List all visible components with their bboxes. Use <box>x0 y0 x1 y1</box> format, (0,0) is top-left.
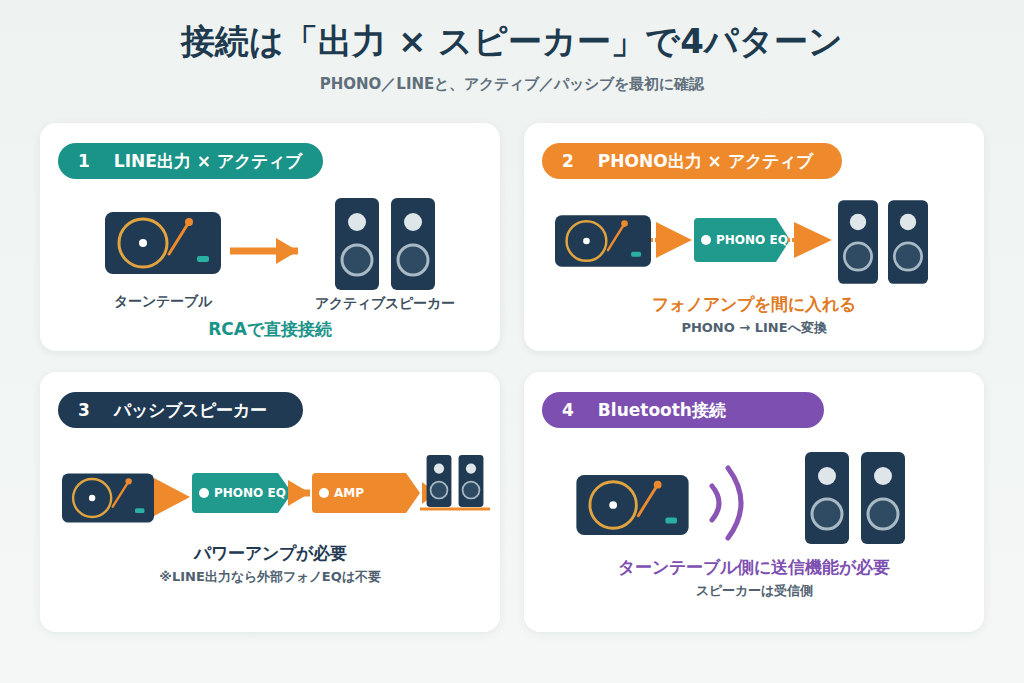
pattern-number: 2 <box>562 151 574 171</box>
pattern-number: 3 <box>78 400 90 420</box>
heading-pill: 2 PHONO出力 × アクティブ <box>542 143 842 179</box>
device-dot <box>701 235 711 245</box>
card-note: ※LINE出力なら外部フォノEQは不要 <box>40 566 500 588</box>
signal-dots <box>788 238 794 242</box>
device-label: PHONO EQ <box>716 233 788 247</box>
pattern-card: 4 Bluetooth接続ターンテーブル側に送信機能が必要スピーカーは受信側 <box>524 372 984 632</box>
illustration-space <box>300 198 470 293</box>
device-outline <box>312 473 420 513</box>
card-text-group: フォノアンプを間に入れるPHONO → LINEへ変換 <box>524 291 984 339</box>
heading-pill: 3 パッシブスピーカー <box>58 392 303 428</box>
signal-connector <box>230 248 298 255</box>
signal-dots <box>651 238 656 242</box>
speaker-base <box>420 508 490 511</box>
card-caption: パワーアンプが必要 <box>40 540 500 566</box>
device-shape <box>312 473 420 513</box>
pattern-heading: PHONO出力 × アクティブ <box>598 150 813 173</box>
device-node: アクティブスピーカー <box>300 198 470 313</box>
device-node: ターンテーブル <box>98 211 228 311</box>
signal-arrow <box>422 482 436 504</box>
pattern-number: 1 <box>78 151 90 171</box>
speaker-icon <box>805 452 849 544</box>
speaker-icon <box>427 455 452 507</box>
speaker-icon <box>888 200 928 284</box>
card-caption: フォノアンプを間に入れる <box>524 291 984 317</box>
illustration-space <box>98 211 228 291</box>
device-box: PHONO EQ <box>192 473 292 513</box>
device-caption: アクティブスピーカー <box>300 293 470 313</box>
pattern-heading: パッシブスピーカー <box>114 399 267 422</box>
device-caption: ターンテーブル <box>98 291 228 311</box>
device-label: PHONO EQ <box>214 486 286 500</box>
device-dot <box>199 488 209 498</box>
turntable-icon <box>576 475 688 535</box>
pattern-heading: Bluetooth接続 <box>598 399 726 422</box>
pattern-heading: LINE出力 × アクティブ <box>114 150 302 173</box>
heading-pill: 4 Bluetooth接続 <box>542 392 824 428</box>
card-text-group: RCAで直接接続 <box>40 316 500 342</box>
device-label: AMP <box>334 486 364 500</box>
speaker-icon <box>838 200 878 284</box>
wireless-wave <box>712 486 719 520</box>
device-text-group: AMP <box>312 473 420 513</box>
card-text-group: パワーアンプが必要※LINE出力なら外部フォノEQは不要 <box>40 540 500 588</box>
device-outline <box>192 473 292 513</box>
turntable-icon <box>62 473 154 522</box>
pattern-card: 2 PHONO出力 × アクティブ PHONO EQ フォノアンプを間に入れるPHON… <box>524 123 984 351</box>
signal-arrow <box>794 222 832 258</box>
card-note: PHONO → LINEへ変換 <box>524 317 984 339</box>
card-caption: RCAで直接接続 <box>40 316 500 342</box>
pattern-number: 4 <box>562 400 574 420</box>
speaker-icon <box>459 455 484 507</box>
diagram-title: 接続は「出力 × スピーカー」で4パターン <box>0 16 1024 66</box>
diagram-subtitle: PHONO／LINEと、アクティブ／パッシブを最初に確認 <box>0 73 1024 95</box>
device-box: PHONO EQ <box>694 218 790 262</box>
card-caption: ターンテーブル側に送信機能が必要 <box>524 554 984 580</box>
card-note: スピーカーは受信側 <box>524 580 984 602</box>
turntable-icon <box>555 215 651 266</box>
card-text-group: ターンテーブル側に送信機能が必要スピーカーは受信側 <box>524 554 984 602</box>
device-box: AMP <box>312 473 420 513</box>
turntable-icon <box>105 212 221 274</box>
signal-arrow <box>154 478 190 516</box>
device-text-group: PHONO EQ <box>192 473 292 513</box>
speaker-icon <box>335 198 379 290</box>
speaker-icon <box>391 198 435 290</box>
heading-pill: 1 LINE出力 × アクティブ <box>58 143 323 179</box>
device-text-group: PHONO EQ <box>694 218 790 262</box>
pattern-card: 1 LINE出力 × アクティブターンテーブル アクティブスピーカー RCAで直接接続 <box>40 123 500 351</box>
device-dot <box>319 488 329 498</box>
signal-arrow <box>656 222 692 258</box>
wireless-wave <box>728 468 741 538</box>
pattern-card: 3 パッシブスピーカー PHONO EQ AMP パワーアンプが必要※LINE出力なら外… <box>40 372 500 632</box>
signal-connector <box>294 490 310 497</box>
device-outline <box>694 218 790 262</box>
speaker-icon <box>861 452 905 544</box>
